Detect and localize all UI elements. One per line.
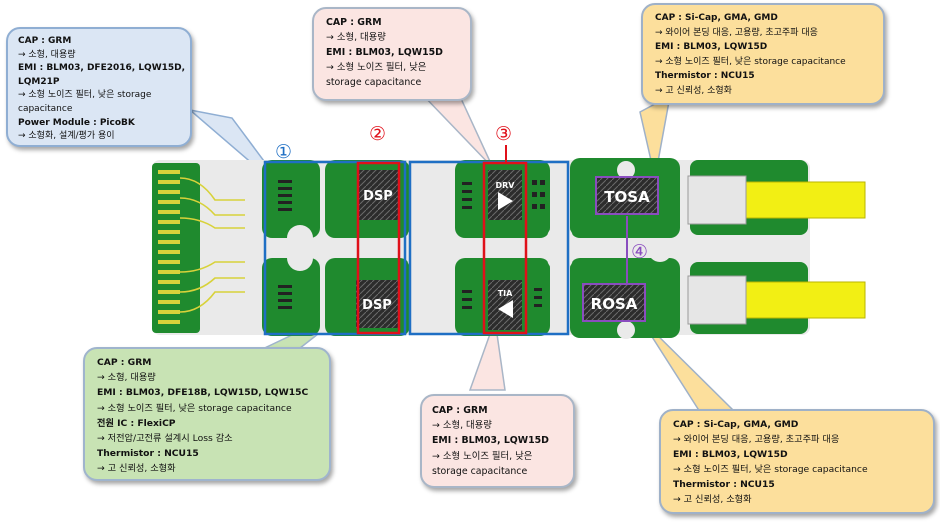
pcb-cutouts [287, 161, 672, 339]
callout-line: CAP : GRM [432, 405, 488, 416]
callout-line: → 와이어 본딩 대응, 고용량, 초고주파 대응 [655, 27, 818, 38]
callout-line: CAP : GRM [326, 17, 382, 28]
callout-line: → 소형, 대용량 [97, 372, 156, 384]
callout-bottom-left: CAP : GRM → 소형, 대용량 EMI : BLM03, DFE18B,… [83, 347, 331, 481]
marker-2: ② [369, 123, 386, 145]
chip-rosa: ROSA [582, 283, 646, 322]
callout-line: → 소형, 대용량 [432, 420, 492, 432]
callout-line: 전원 IC : FlexiCP [97, 417, 176, 429]
callout-line: → 소형 노이즈 필터, 낮은 [326, 62, 427, 73]
callout-line: Thermistor : NCU15 [655, 71, 755, 82]
chip-drv: DRV [488, 170, 522, 220]
chip-dsp-top: DSP [358, 170, 398, 220]
callout-line: → 소형화, 설계/평가 용이 [18, 131, 115, 142]
callout-line: storage capacitance [326, 77, 422, 88]
number-markers: ① ② ③ ④ [275, 123, 648, 263]
callout-line: CAP : GRM [97, 357, 152, 368]
marker-3: ③ [495, 123, 512, 145]
callout-line: → 소형, 대용량 [326, 32, 386, 43]
callout-line: CAP : GRM [18, 36, 72, 46]
highlight-frames [263, 145, 628, 336]
fiber-top [744, 181, 866, 219]
callout-line: → 와이어 본딩 대응, 고용량, 초고주파 대응 [673, 434, 840, 445]
callout-line: → 소형 노이즈 필터, 낮은 storage capacitance [673, 464, 868, 475]
fiber-bottom [744, 281, 866, 319]
chip-label: DSP [362, 298, 392, 313]
chip-label: TOSA [604, 188, 650, 206]
chip-tosa: TOSA [595, 176, 659, 215]
pointer-bottom-center [468, 319, 506, 391]
callout-line: Thermistor : NCU15 [673, 479, 775, 490]
pcb-left-strip [152, 163, 200, 333]
callout-line: → 고 신뢰성, 소형화 [655, 85, 732, 96]
callout-bottom-center: CAP : GRM → 소형, 대용량 EMI : BLM03, LQW15D … [420, 394, 575, 488]
marker-1: ① [275, 141, 292, 163]
callout-line: → 고 신뢰성, 소형화 [673, 494, 752, 505]
optical-fibers [687, 175, 866, 325]
callout-top-center: CAP : GRM → 소형, 대용량 EMI : BLM03, LQW15D … [312, 7, 472, 101]
callout-line: EMI : BLM03, LQW15D [326, 47, 443, 58]
connector-bottom [687, 275, 747, 325]
chip-label: DSP [363, 189, 393, 204]
callout-line: EMI : BLM03, LQW15D [673, 449, 788, 460]
pcb-traces [179, 177, 245, 313]
callout-line: capacitance [18, 103, 73, 114]
callout-line: → 저전압/고전류 설계시 Loss 감소 [97, 433, 233, 445]
marker-4: ④ [631, 241, 648, 263]
reverse-arrow-icon [498, 300, 513, 318]
callout-line: → 소형 노이즈 필터, 낮은 [432, 450, 533, 462]
callout-line: LQM21P [18, 76, 60, 87]
callout-line: Power Module : PicoBK [18, 117, 135, 128]
callout-line: EMI : BLM03, LQW15D [655, 42, 768, 53]
pointer-top-center [418, 91, 494, 169]
callout-top-left: CAP : GRM → 소형, 대용량 EMI : BLM03, DFE2016… [6, 27, 192, 147]
frame-red-2 [356, 161, 401, 335]
callout-line: Thermistor : NCU15 [97, 448, 199, 460]
callout-top-right: CAP : Si-Cap, GMA, GMD → 와이어 본딩 대응, 고용량,… [641, 3, 885, 105]
callout-line: CAP : Si-Cap, GMA, GMD [655, 13, 778, 23]
callout-line: → 소형 노이즈 필터, 낮은 storage [18, 90, 152, 101]
connector-top [687, 175, 747, 225]
chip-dsp-bottom: DSP [356, 280, 398, 328]
frame-blue-1 [263, 160, 407, 336]
callout-line: → 소형 노이즈 필터, 낮은 storage capacitance [655, 56, 846, 67]
callout-line: EMI : BLM03, DFE2016, LQW15D, [18, 63, 186, 74]
chip-label: DRV [496, 181, 516, 190]
chip-label: ROSA [591, 295, 638, 313]
play-arrow-icon [498, 192, 513, 210]
callout-line: storage capacitance [432, 465, 528, 477]
callout-line: EMI : BLM03, DFE18B, LQW15D, LQW15C [97, 387, 309, 399]
gold-fingers [158, 170, 180, 324]
smd-components [278, 180, 545, 309]
callout-line: EMI : BLM03, LQW15D [432, 435, 549, 447]
chip-tia: TIA [488, 280, 522, 330]
chip-label: TIA [498, 289, 513, 298]
callout-line: → 소형, 대용량 [18, 49, 76, 60]
callout-line: → 고 신뢰성, 소형화 [97, 463, 176, 475]
callout-line: CAP : Si-Cap, GMA, GMD [673, 419, 799, 430]
callout-bottom-right: CAP : Si-Cap, GMA, GMD → 와이어 본딩 대응, 고용량,… [659, 409, 935, 514]
callout-line: → 소형 노이즈 필터, 낮은 storage capacitance [97, 402, 292, 414]
